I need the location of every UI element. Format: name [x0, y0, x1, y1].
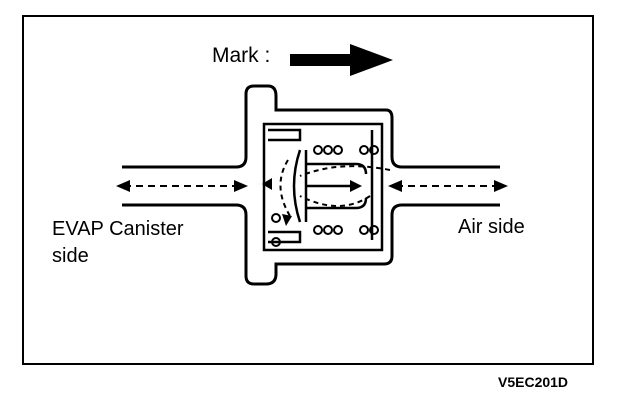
evap-canister-label: EVAP Canister side	[52, 216, 232, 270]
evap-label-line1: EVAP Canister	[52, 218, 184, 240]
internal-arrowheads	[262, 178, 362, 226]
figure-code: V5EC201D	[498, 374, 569, 390]
evap-flow-arrow	[116, 180, 248, 192]
valve-internals	[268, 128, 374, 244]
air-flow-arrow	[388, 180, 508, 192]
diagram-frame	[22, 15, 594, 365]
evap-label-line2: side	[52, 245, 89, 267]
mark-label: Mark :	[212, 44, 271, 67]
valve-housing-inner	[262, 122, 384, 252]
air-side-label: Air side	[458, 216, 525, 238]
valve-spring	[271, 145, 379, 247]
evap-pipe	[122, 156, 248, 216]
valve-housing-outer	[244, 84, 394, 286]
internal-flow-arrows	[279, 159, 391, 217]
mark-arrow-icon	[290, 44, 393, 76]
air-pipe	[390, 156, 500, 216]
